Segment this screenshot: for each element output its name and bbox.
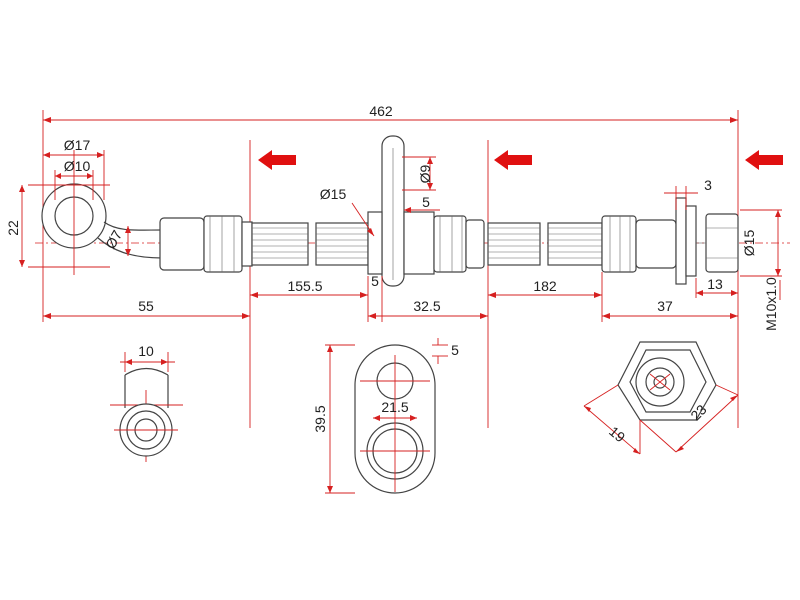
- bracket-width-label: 21.5: [381, 399, 408, 415]
- eye-outer-diameter-label: Ø17: [64, 137, 91, 153]
- bracket-collar-label: Ø15: [320, 186, 347, 202]
- bend-diameter-label: Ø7: [102, 227, 125, 251]
- eye-to-arrow-label: 55: [138, 298, 154, 314]
- fitting-length-dimension: 37: [602, 298, 738, 319]
- fitting-hex-length-dimension: 13: [695, 276, 738, 298]
- hose-segment-2-label: 182: [533, 278, 557, 294]
- eye-side-view: 10: [110, 343, 183, 462]
- total-length-dimension: 462: [43, 103, 738, 123]
- bracket-to-arrow-label: 32.5: [413, 298, 440, 314]
- hex-across-flats-label: 19: [606, 423, 628, 445]
- arrow-left-icon: [258, 150, 296, 170]
- fitting-diameter-dimension: Ø15: [740, 209, 782, 277]
- bracket-thickness-bottom: 5: [367, 273, 383, 322]
- thread-spec-dimension: M10x1.0: [763, 277, 781, 331]
- eye-height-label: 22: [5, 220, 21, 236]
- bracket-edge-label: 5: [451, 342, 459, 358]
- eye-side-width-label: 10: [138, 343, 154, 359]
- hose-segment-2: [487, 222, 603, 266]
- eye-to-arrow-dimension: 55: [43, 298, 250, 319]
- bracket-thickness-top: 5: [404, 194, 440, 213]
- arrow-left-icon: [494, 150, 532, 170]
- bracket-collar-dimension: Ø15: [320, 186, 375, 237]
- hose-segment-1: [251, 222, 369, 266]
- fitting-flange-dimension: 3: [664, 177, 712, 210]
- bracket-thickness-bottom-label: 5: [371, 273, 379, 289]
- bracket-hole-label: Ø9: [417, 164, 433, 183]
- hex-fitting-side-view: 19 23: [583, 341, 739, 455]
- arrow-left-icon: [745, 150, 783, 170]
- total-length-label: 462: [369, 103, 393, 119]
- bracket-to-arrow-dimension: 32.5: [368, 298, 488, 319]
- hose-segment-1-dimension: 155.5: [250, 278, 368, 298]
- fitting-flange-label: 3: [704, 177, 712, 193]
- bracket-hole-dimension: Ø9: [402, 156, 436, 191]
- fitting-length-label: 37: [657, 298, 673, 314]
- eye-diameter-dimensions: Ø17 Ø10: [43, 137, 105, 200]
- hose-segment-1-label: 155.5: [287, 278, 322, 294]
- center-bracket: [367, 135, 485, 287]
- fitting-diameter-label: Ø15: [741, 230, 757, 257]
- eye-height-dimension: 22: [5, 185, 25, 267]
- bend-diameter-dimension: Ø7: [102, 226, 131, 256]
- bracket-height-label: 39.5: [312, 405, 328, 432]
- left-crimp-fitting: [159, 215, 253, 273]
- bracket-thickness-top-label: 5: [422, 194, 430, 210]
- right-fitting: [601, 197, 739, 285]
- banjo-eye: [28, 150, 163, 275]
- bracket-side-view: 39.5 21.5 5: [312, 338, 459, 494]
- thread-spec-label: M10x1.0: [763, 277, 779, 331]
- eye-inner-diameter-label: Ø10: [64, 158, 91, 174]
- hose-segment-2-dimension: 182: [488, 272, 603, 322]
- fitting-hex-length-label: 13: [707, 276, 723, 292]
